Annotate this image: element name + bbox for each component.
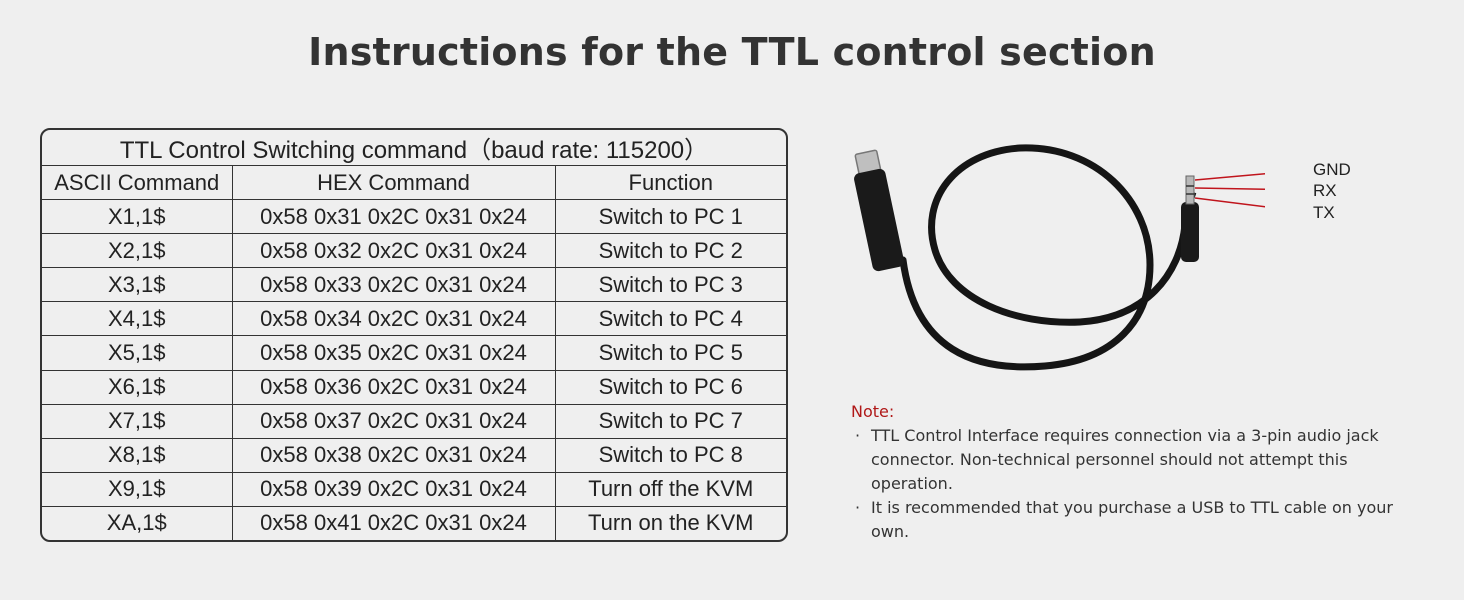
function-cell: Turn off the KVM: [554, 471, 786, 507]
hex-cell: 0x58 0x35 0x2C 0x31 0x24: [231, 335, 556, 371]
function-cell: Switch to PC 2: [554, 233, 786, 269]
command-table: TTL Control Switching command（baud rate:…: [40, 128, 788, 542]
hex-cell: 0x58 0x41 0x2C 0x31 0x24: [231, 505, 556, 540]
ascii-cell: XA,1$: [42, 505, 233, 540]
bullet: ·: [855, 426, 861, 445]
function-cell: Switch to PC 8: [554, 437, 786, 473]
ascii-cell: X6,1$: [42, 369, 233, 405]
header-function: Function: [554, 165, 786, 200]
hex-cell: 0x58 0x37 0x2C 0x31 0x24: [231, 403, 556, 439]
function-cell: Switch to PC 1: [554, 198, 786, 235]
function-cell: Turn on the KVM: [554, 505, 786, 540]
hex-cell: 0x58 0x32 0x2C 0x31 0x24: [231, 233, 556, 269]
hex-cell: 0x58 0x33 0x2C 0x31 0x24: [231, 267, 556, 303]
ascii-cell: X7,1$: [42, 403, 233, 439]
note-title: Note:: [851, 402, 895, 421]
note-section: Note: · TTL Control Interface requires c…: [851, 400, 1431, 544]
header-ascii: ASCII Command: [42, 165, 233, 200]
table-caption: TTL Control Switching command（baud rate:…: [42, 130, 786, 166]
note-item-text: It is recommended that you purchase a US…: [871, 498, 1393, 541]
hex-cell: 0x58 0x31 0x2C 0x31 0x24: [231, 198, 556, 235]
function-cell: Switch to PC 6: [554, 369, 786, 405]
ascii-cell: X5,1$: [42, 335, 233, 371]
note-item-text: TTL Control Interface requires connectio…: [871, 426, 1379, 493]
usb-ttl-cable-icon: [854, 144, 1265, 371]
ascii-cell: X9,1$: [42, 471, 233, 507]
function-cell: Switch to PC 7: [554, 403, 786, 439]
pin-rx-label: RX: [1313, 181, 1337, 200]
ascii-cell: X8,1$: [42, 437, 233, 473]
ascii-cell: X2,1$: [42, 233, 233, 269]
ascii-cell: X3,1$: [42, 267, 233, 303]
function-cell: Switch to PC 3: [554, 267, 786, 303]
ascii-cell: X4,1$: [42, 301, 233, 337]
page-title: Instructions for the TTL control section: [308, 30, 1156, 74]
hex-cell: 0x58 0x36 0x2C 0x31 0x24: [231, 369, 556, 405]
hex-cell: 0x58 0x39 0x2C 0x31 0x24: [231, 471, 556, 507]
function-cell: Switch to PC 4: [554, 301, 786, 337]
bullet: ·: [855, 498, 861, 517]
ascii-cell: X1,1$: [42, 198, 233, 235]
note-item: · TTL Control Interface requires connect…: [851, 424, 1431, 496]
header-hex: HEX Command: [231, 165, 556, 200]
pin-tx-label: TX: [1313, 203, 1335, 222]
hex-cell: 0x58 0x38 0x2C 0x31 0x24: [231, 437, 556, 473]
pin-gnd-label: GND: [1313, 160, 1351, 179]
note-item: · It is recommended that you purchase a …: [851, 496, 1431, 544]
hex-cell: 0x58 0x34 0x2C 0x31 0x24: [231, 301, 556, 337]
function-cell: Switch to PC 5: [554, 335, 786, 371]
